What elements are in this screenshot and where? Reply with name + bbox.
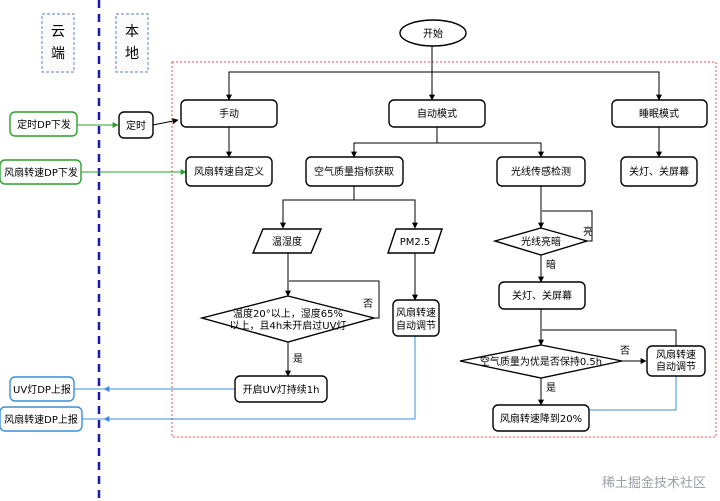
air-good-decision [459,344,623,379]
fan-auto-pm-label-1: 风扇转速 [396,306,436,319]
fan-auto-right-node [646,345,706,377]
lights-off-label: 关灯、关屏幕 [512,289,572,302]
pm25-node [387,228,443,254]
temp-humidity-label: 温湿度 [272,235,302,248]
cloud-fan-dp-label: 风扇转速DP下发 [4,166,78,179]
temp-condition-decision [199,295,377,343]
light-sensor-node [496,156,586,187]
edge-label-temp-yes: 是 [293,353,303,365]
local-zone-text-2: 地 [125,46,139,62]
cloud-zone-text-2: 端 [51,46,65,62]
temp-condition-label-1: 温度20°以上，湿度65% [233,307,343,320]
cloud-timer-dp-label: 定时DP下发 [17,118,71,131]
local-zone-text-1: 本 [125,24,139,40]
edge-label-temp-no: 否 [363,298,373,310]
watermark: 稀土掘金技术社区 [602,475,706,491]
fan-down-label: 风扇转速降到20% [500,412,582,425]
fan-auto-pm-node [392,299,440,337]
manual-node [180,99,278,128]
fan-auto-pm-label-2: 自动调节 [396,319,436,332]
timer-label: 定时 [126,119,146,132]
cloud-command-connectors [100,122,187,175]
auto-mode-label: 自动模式 [417,107,457,120]
auto-mode-node [388,99,486,128]
edge-label-bright: 亮 [583,225,593,238]
fan-auto-right-label-2: 自动调节 [656,360,696,373]
start-node [399,19,467,47]
fan-down-node [492,404,590,432]
manual-label: 手动 [219,107,239,120]
sleep-mode-node [611,99,708,128]
edge-label-dark: 暗 [546,258,556,271]
edge-label-air-yes: 是 [546,382,556,394]
uv-on-node [234,375,328,403]
light-bright-dark-label: 光线亮暗 [521,235,561,248]
cloud-timer-dp-node [9,111,78,137]
fan-auto-right-label-1: 风扇转速 [656,348,696,361]
light-sensor-label: 光线传感检测 [511,165,571,178]
timer-node [118,111,154,139]
cloud-report-connectors [103,336,677,422]
fan-custom-label: 风扇转速自定义 [194,165,264,178]
cloud-zone-label: 云 端 [41,13,75,73]
temp-humidity-node [251,228,323,254]
sleep-mode-label: 睡眠模式 [639,107,679,120]
temp-condition-label-2: 以上，且4h未开启过UV灯 [230,319,347,332]
cloud-uv-report-label: UV灯DP上报 [13,383,71,396]
light-bright-dark-decision [492,227,590,256]
air-quality-label: 空气质量指标获取 [314,165,394,178]
edge-label-air-no: 否 [620,345,630,357]
air-good-label: 空气质量为优是否保持0.5h [480,355,602,368]
local-flow-region [171,61,717,438]
flow-connectors [152,46,677,406]
local-zone-label: 本 地 [115,13,149,73]
cloud-fan-report-label: 风扇转速DP上报 [4,413,78,426]
air-quality-node [305,156,404,187]
sleep-lights-off-node [620,156,698,187]
cloud-zone-text-1: 云 [51,24,65,40]
sleep-lights-off-label: 关灯、关屏幕 [629,165,689,178]
fan-custom-node [185,156,273,187]
lights-off-node [498,281,586,310]
start-label: 开始 [423,27,443,40]
uv-on-label: 开启UV灯持续1h [243,383,320,396]
pm25-label: PM2.5 [400,237,431,248]
